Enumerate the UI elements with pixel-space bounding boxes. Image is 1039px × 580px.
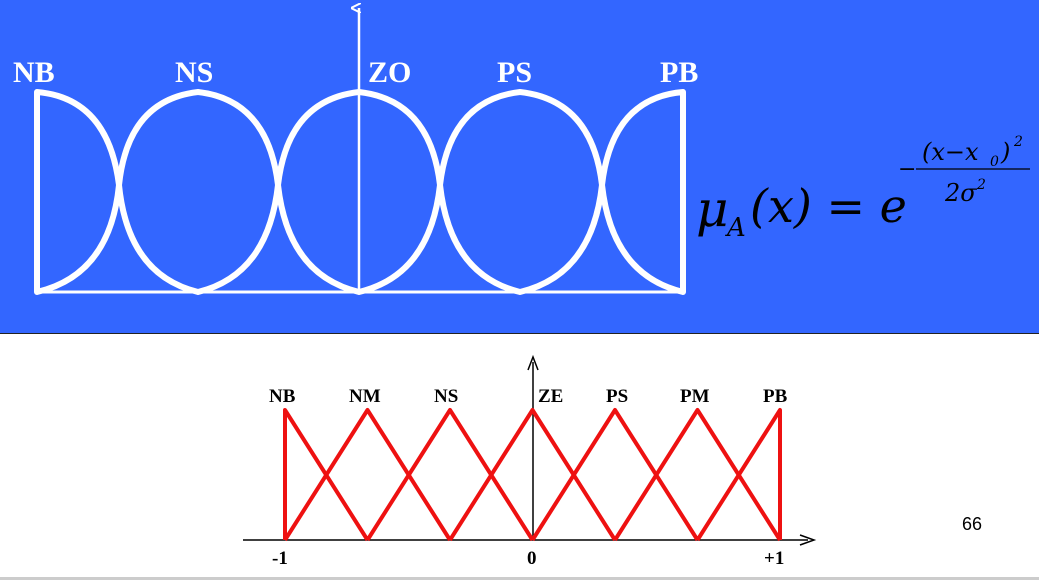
formula-arg: (x) = e (750, 179, 907, 233)
triangular-membership-lines (283, 408, 782, 542)
tick-label-minus-one: -1 (272, 548, 288, 569)
footer-rule (0, 577, 1039, 580)
bottom-label-ps: PS (606, 386, 628, 407)
top-label-ns: NS (175, 56, 213, 89)
bottom-label-ns: NS (434, 386, 458, 407)
triangle-ns (365, 408, 535, 542)
bottom-label-nb: NB (269, 386, 296, 407)
formula-mu: μ (696, 180, 729, 238)
triangle-nb (283, 408, 370, 542)
top-label-zo: ZO (368, 56, 411, 89)
curve-ns (116, 89, 281, 295)
triangle-nm (283, 408, 452, 542)
bottom-x-arrowhead (799, 534, 817, 546)
formula-sub-a: A (725, 213, 746, 243)
formula-exp-numerator: (x−x (922, 138, 979, 166)
formula-exp-num-close: ) (1000, 138, 1010, 166)
top-panel (0, 0, 1039, 333)
bottom-label-ze: ZE (538, 386, 563, 407)
formula-exp-num-sub: 0 (990, 154, 999, 170)
triangle-pb (695, 408, 782, 542)
top-label-ps: PS (497, 56, 532, 89)
panel-divider (0, 333, 1039, 334)
triangle-ps (530, 408, 700, 542)
formula-exp-denominator: 2σ (944, 179, 977, 207)
formula-exp-minus: − (898, 157, 916, 182)
triangle-ze (448, 408, 617, 542)
bottom-label-pb: PB (763, 386, 788, 407)
curve-pb (599, 89, 686, 295)
bottom-y-arrowhead (527, 354, 539, 371)
top-label-nb: NB (13, 56, 55, 89)
curve-nb (34, 89, 122, 295)
formula-exp-num-pow: 2 (1013, 134, 1023, 150)
triangle-pm (613, 408, 782, 542)
tick-label-plus-one: +1 (764, 548, 784, 569)
bottom-label-pm: PM (680, 386, 710, 407)
formula-exp-den-pow: 2 (976, 177, 986, 193)
curve-ps (437, 89, 605, 295)
top-label-pb: PB (660, 56, 698, 89)
bottom-label-nm: NM (349, 386, 381, 407)
page-number: 66 (962, 514, 983, 534)
tick-label-zero: 0 (527, 548, 537, 569)
gaussian-formula: μ A (x) = e − (x−x 0 ) 2 2σ 2 (696, 134, 1030, 243)
